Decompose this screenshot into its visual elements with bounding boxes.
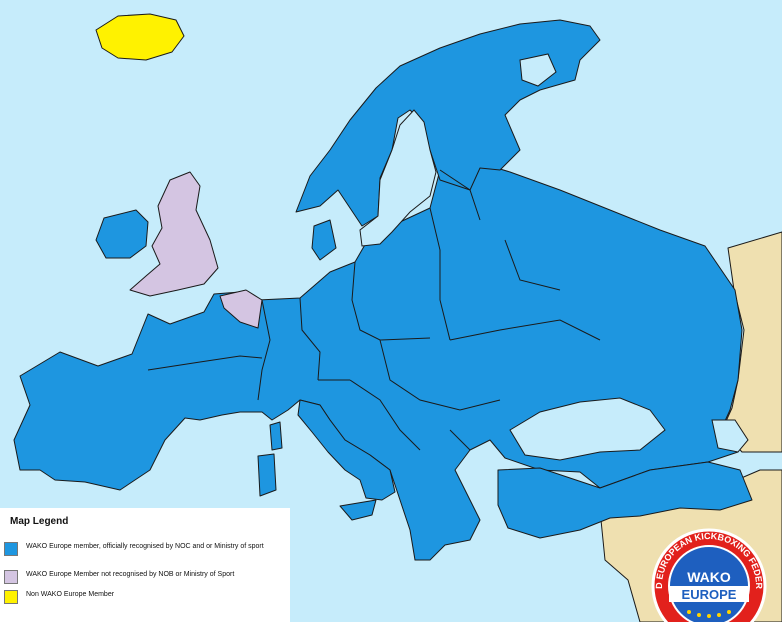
legend-swatch-not-recognised xyxy=(4,570,18,584)
country-italy xyxy=(297,399,396,501)
country-ireland xyxy=(95,209,149,259)
country-iceland xyxy=(95,13,185,61)
map-legend: Map Legend WAKO Europe member, officiall… xyxy=(0,508,290,622)
island-sardinia xyxy=(257,453,277,497)
logo-banner-text: EUROPE xyxy=(682,587,737,602)
island-sicily xyxy=(339,499,377,521)
legend-swatch-non-member xyxy=(4,590,18,604)
internal-borders xyxy=(147,169,601,451)
country-benelux xyxy=(219,289,263,329)
legend-title: Map Legend xyxy=(10,516,69,527)
legend-label-member: WAKO Europe member, officially recognise… xyxy=(26,543,264,550)
country-denmark xyxy=(311,219,337,261)
legend-swatch-member xyxy=(4,542,18,556)
country-turkey xyxy=(497,461,753,539)
legend-item-non-member: Non WAKO Europe Member xyxy=(4,590,286,604)
logo-stars xyxy=(687,610,731,618)
black-sea xyxy=(509,397,666,461)
baltic-sea xyxy=(359,109,437,247)
logo-center-text: WAKO xyxy=(687,569,731,585)
country-great-britain xyxy=(129,171,219,297)
legend-label-not-recognised: WAKO Europe Member not recognised by NOB… xyxy=(26,571,235,578)
legend-label-non-member: Non WAKO Europe Member xyxy=(26,591,115,598)
wako-europe-logo: WORLD EUROPEAN KICKBOXING FEDERATION WAK… xyxy=(642,520,767,622)
caspian-sea xyxy=(711,419,749,453)
legend-item-member: WAKO Europe member, officially recognise… xyxy=(4,542,286,556)
white-sea xyxy=(519,53,557,87)
island-corsica xyxy=(269,421,283,451)
legend-item-not-recognised: WAKO Europe Member not recognised by NOB… xyxy=(4,570,286,584)
